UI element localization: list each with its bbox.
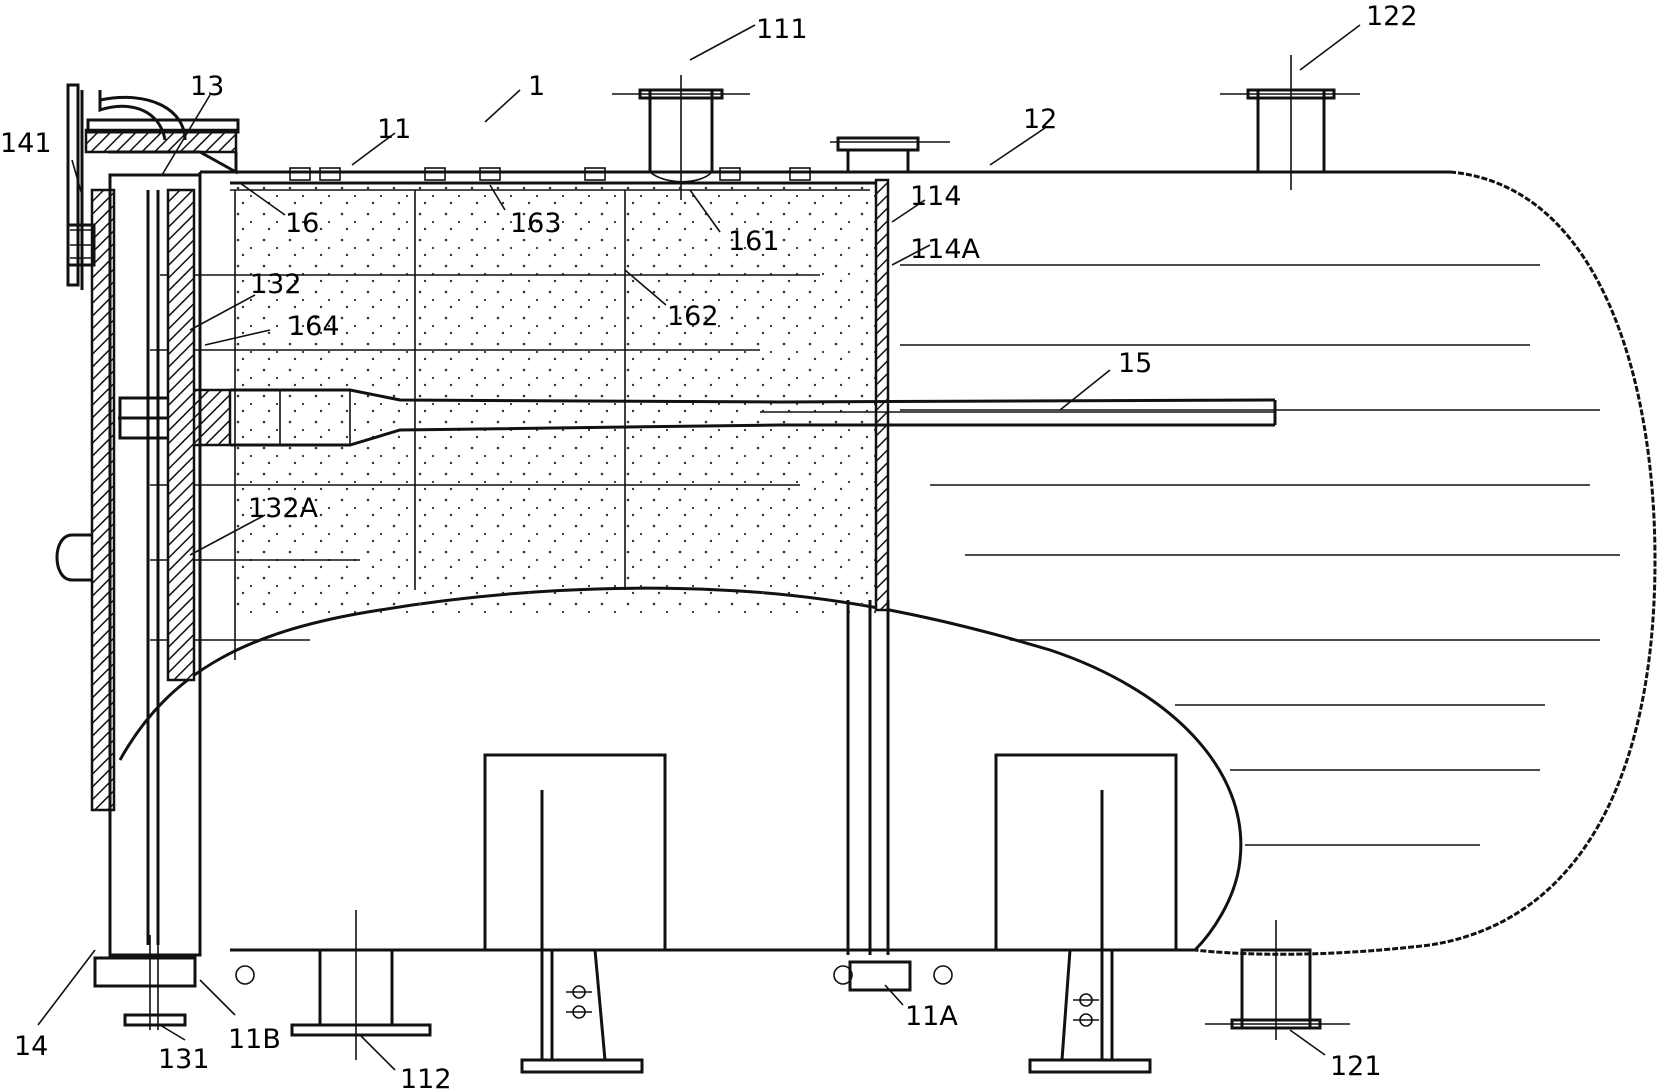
label-132a: 132A [248,493,319,524]
leader-lines [37,24,1361,1071]
label-112: 112 [400,1064,452,1090]
baffle-114 [874,178,890,612]
label-141: 141 [0,128,52,159]
nozzle-122 [1220,55,1360,190]
tube-bundle [150,264,1620,846]
label-1: 1 [528,71,545,102]
heating-tube-15 [230,388,1277,447]
label-11: 11 [377,114,411,145]
tube-sheet-132 [166,188,196,682]
label-162: 162 [667,301,719,332]
cutaway-curve [118,586,1243,952]
cover-frame [108,173,202,957]
label-164: 164 [288,311,340,342]
label-132: 132 [250,269,302,300]
label-15: 15 [1118,348,1152,379]
vent-pipe-141 [80,90,187,290]
label-131: 131 [158,1044,210,1075]
lifting-lug [55,533,92,582]
label-111: 111 [756,14,808,45]
top-flange-joint [830,136,950,174]
nozzle-112 [290,910,432,1060]
bottom-bolts [93,935,953,1030]
label-163: 163 [510,208,562,239]
nozzle-111 [612,75,750,200]
label-122: 122 [1366,1,1418,32]
inner-cylinder [230,181,890,660]
saddle-support-left [483,753,667,1074]
label-13: 13 [190,71,224,102]
labels: 1 11 12 13 14 15 16 111 112 114 114A 11A… [0,1,1418,1090]
label-161: 161 [728,226,780,257]
top-rivets [289,167,811,181]
label-114: 114 [910,181,962,212]
nozzle-121 [1205,920,1350,1040]
label-14: 14 [14,1031,48,1062]
saddle-support-right [994,753,1178,1074]
label-11a: 11A [905,1001,958,1032]
label-12: 12 [1023,104,1057,135]
label-11b: 11B [228,1024,281,1055]
label-114a: 114A [910,234,981,265]
label-121: 121 [1330,1051,1382,1082]
label-16: 16 [285,208,319,239]
